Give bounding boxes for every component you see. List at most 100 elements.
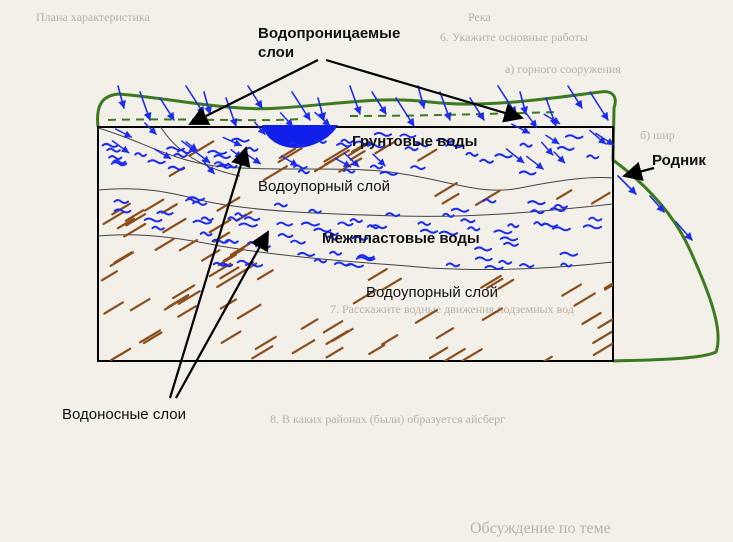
flow-arrow	[553, 151, 566, 164]
infiltration-arrow	[349, 85, 362, 115]
flow-arrow	[280, 155, 299, 167]
water-dash	[207, 149, 228, 155]
water-dash	[445, 262, 461, 268]
water-dash	[227, 216, 241, 222]
rock-hatch	[604, 283, 613, 291]
water-dash	[507, 223, 520, 229]
rock-hatch	[161, 203, 178, 215]
infiltration-arrow	[589, 91, 609, 121]
water-dash	[518, 170, 537, 176]
spring-outflow-arrow	[617, 175, 637, 195]
rock-hatch	[414, 309, 438, 324]
rock-hatch	[322, 320, 344, 334]
rock-hatch	[573, 292, 596, 307]
infiltration-arrow	[567, 85, 583, 109]
bg-text-line3: б) шир	[640, 128, 675, 142]
rock-hatch	[349, 150, 366, 161]
water-dash	[101, 142, 119, 148]
rock-hatch	[442, 347, 466, 361]
surface-lake	[262, 125, 338, 148]
label-permeable-layers: Водопроницаемые слои	[258, 24, 400, 62]
water-dash	[297, 251, 316, 257]
pointer-permeable-right	[325, 58, 524, 123]
rock-hatch	[102, 210, 125, 226]
label-aquiclude-lower: Водоупорный слой	[366, 284, 499, 301]
flow-arrow	[372, 153, 386, 167]
water-dash	[445, 143, 464, 149]
rock-hatch	[113, 251, 133, 264]
water-dash	[560, 262, 573, 268]
rock-hatch	[542, 355, 553, 361]
rock-hatch	[123, 222, 147, 238]
water-dash	[479, 158, 494, 164]
bg-text-line2: а) горного сооружения	[505, 62, 621, 76]
rock-hatch	[485, 277, 504, 290]
rock-hatch	[325, 330, 349, 346]
boundary-inner-top	[160, 127, 241, 177]
water-dash	[313, 258, 328, 264]
rock-hatch	[109, 347, 132, 361]
infiltration-arrow	[497, 85, 517, 115]
infiltration-arrow	[117, 85, 126, 109]
label-spring: Родник	[652, 152, 706, 169]
water-dash	[213, 154, 231, 160]
water-dash	[113, 208, 132, 214]
rock-hatch	[103, 301, 124, 315]
water-dash	[134, 152, 148, 158]
rock-hatch	[291, 339, 316, 355]
rock-hatch	[129, 297, 151, 312]
water-dash	[519, 142, 533, 148]
layer-boundaries	[98, 127, 613, 271]
water-dash	[460, 218, 476, 224]
water-dash	[192, 219, 213, 225]
rock-hatch	[262, 165, 288, 182]
rock-hatch	[256, 269, 274, 281]
label-permeable-line1: Водопроницаемые	[258, 25, 401, 42]
infiltration-arrow	[139, 91, 152, 121]
infiltration-arrow	[203, 91, 212, 115]
water-dash	[503, 241, 519, 247]
flow-arrow	[525, 155, 544, 170]
rock-hatch	[216, 272, 242, 288]
water-dash	[540, 222, 559, 228]
water-dash	[106, 147, 121, 153]
label-groundwater: Грунтовые воды	[352, 133, 478, 150]
rock-hatch	[177, 290, 201, 305]
rock-hatch	[100, 270, 118, 282]
water-dash	[289, 142, 306, 148]
infiltration-arrow	[439, 91, 452, 121]
infiltration-arrow	[159, 97, 175, 121]
label-aquifers: Водоносные слои	[62, 406, 186, 423]
water-dash	[199, 231, 213, 237]
infiltration-arrow	[185, 85, 205, 115]
flow-arrow	[254, 121, 266, 136]
water-dash	[344, 263, 365, 269]
infiltration-arrow	[225, 97, 238, 127]
rock-hatch	[434, 181, 458, 198]
flow-arrow	[588, 129, 607, 145]
infiltration-arrow	[291, 91, 311, 121]
water-dash	[435, 137, 456, 143]
water-dash	[273, 202, 288, 208]
water-dash	[450, 207, 470, 213]
rock-hatch	[435, 327, 455, 340]
water-dash	[399, 133, 417, 139]
water-dash	[494, 153, 513, 159]
flow-arrow	[595, 132, 615, 146]
rock-hatch	[590, 191, 611, 205]
rock-hatch	[474, 189, 501, 207]
water-dash	[373, 131, 393, 137]
boundary-middle-top	[98, 188, 613, 217]
rock-hatch	[124, 209, 145, 222]
flow-arrow	[111, 140, 130, 154]
water-dash	[340, 138, 354, 144]
water-dash	[156, 210, 174, 216]
rock-hatch	[597, 317, 613, 329]
water-dash	[336, 142, 353, 148]
rock-hatch	[381, 334, 399, 346]
spring-outflow-arrow	[675, 221, 693, 241]
water-dash	[211, 238, 229, 244]
pointer-aquifer-upper	[168, 146, 251, 399]
bg-text-header-right: Река	[468, 10, 491, 24]
